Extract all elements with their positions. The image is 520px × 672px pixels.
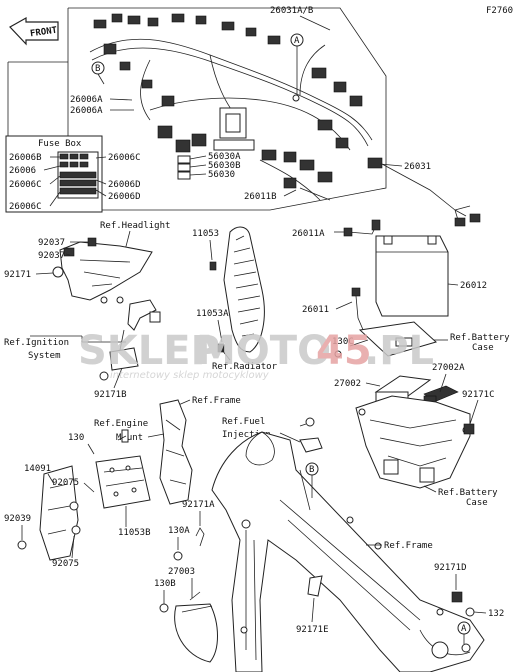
ref-ignition-2: System	[28, 351, 61, 361]
callout-130c: 130C	[332, 337, 354, 347]
ref-battery-case-2a: Ref.Battery	[438, 488, 498, 498]
watermark-subtitle: internetowy sklep motocyklowy	[110, 370, 270, 381]
engine-mount-cover	[39, 465, 79, 561]
fuse-label-l2: 26006	[9, 166, 36, 176]
battery-pad	[358, 321, 437, 357]
svg-text:A: A	[294, 36, 300, 46]
callout-26011: 26011	[302, 305, 329, 315]
ref-fuel-injection-1: Ref.Fuel	[222, 417, 265, 427]
callout-26031: 26031	[404, 162, 431, 172]
front-arrow-icon: FRONT	[9, 16, 59, 46]
clamp-92171e	[307, 575, 323, 597]
callout-11053b: 11053B	[118, 528, 151, 538]
fuse-label-l3: 26006C	[9, 180, 42, 190]
engine-mount-plate	[95, 455, 151, 509]
svg-text:A: A	[461, 624, 467, 634]
watermark-brand-d: .PL	[364, 328, 434, 374]
ref-headlight: Ref.Headlight	[100, 221, 170, 231]
callout-92075-1: 92075	[52, 478, 79, 488]
ref-ignition-1: Ref.Ignition	[4, 338, 69, 348]
callout-26011b: 26011B	[244, 192, 277, 202]
main-wiring-harness	[89, 13, 373, 201]
ref-battery-case-2b: Case	[466, 498, 488, 508]
callout-92039: 92039	[4, 514, 31, 524]
callout-26006a-2: 26006A	[70, 106, 103, 116]
ref-radiator: Ref.Radiator	[212, 362, 278, 372]
callout-92037-2: 92037	[38, 251, 65, 261]
callout-130: 130	[68, 433, 84, 443]
callout-92171b: 92171B	[94, 390, 127, 400]
battery-case	[355, 395, 471, 489]
battery-cable-26011	[351, 287, 365, 333]
svg-text:B: B	[95, 64, 100, 74]
ref-fuel-injection-2: Injection	[222, 430, 271, 440]
marker-b-frame: B	[305, 462, 319, 498]
battery	[375, 235, 449, 317]
ref-battery-case-1a: Ref.Battery	[450, 333, 510, 343]
callout-11053a: 11053A	[196, 309, 229, 319]
ref-frame-1: Ref.Frame	[192, 396, 241, 406]
callout-26006a-1: 26006A	[70, 95, 103, 105]
callout-92171c: 92171C	[462, 390, 495, 400]
callout-27003: 27003	[168, 567, 195, 577]
fuse-label-r1: 26006C	[108, 153, 141, 163]
callout-92037-1: 92037	[38, 238, 65, 248]
ref-battery-case-1b: Case	[472, 343, 494, 353]
horn-27003	[174, 591, 218, 663]
radiator-mesh	[209, 226, 265, 353]
ref-frame-2: Ref.Frame	[384, 541, 433, 551]
callout-92171d: 92171D	[434, 563, 467, 573]
front-label: FRONT	[30, 26, 59, 40]
callout-27002a: 27002A	[432, 363, 465, 373]
callout-26031ab: 26031A/B	[270, 6, 313, 16]
callout-92075-2: 92075	[52, 559, 79, 569]
callout-14091: 14091	[24, 464, 51, 474]
callout-92171a: 92171A	[182, 500, 215, 510]
headlight-bracket	[52, 237, 153, 304]
callout-56030a: 56030A	[208, 152, 241, 162]
callout-130b: 130B	[154, 579, 176, 589]
battery-cable-26011a	[343, 219, 381, 237]
main-frame	[211, 431, 485, 672]
marker-b-top: B	[91, 61, 105, 85]
fuse-box-inset: Fuse Box 26006B 26006 26006C 26006C 2600…	[5, 135, 141, 213]
marker-a-bottom: A	[457, 621, 471, 644]
ref-engine-mount-2: Mount	[116, 433, 143, 443]
fuse-label-l4: 26006C	[9, 202, 42, 212]
svg-text:B: B	[309, 465, 314, 475]
callout-56030: 56030	[208, 170, 235, 180]
fuse-label-r2: 26006D	[108, 180, 141, 190]
fuse-label-r3: 26006D	[108, 192, 141, 202]
watermark-brand-b: MOTO	[196, 328, 331, 374]
fuel-injection-bracket	[299, 417, 323, 453]
fuse-label-l1: 26006B	[9, 153, 42, 163]
callout-130a: 130A	[168, 526, 190, 536]
callout-27002: 27002	[334, 379, 361, 389]
callout-26011a: 26011A	[292, 229, 325, 239]
callout-92171: 92171	[4, 270, 31, 280]
engine-mount-bracket	[159, 399, 193, 505]
cable-26031: 26031	[367, 157, 481, 227]
watermark: SKLEP MOTO 45 .PL internetowy sklep moto…	[78, 328, 434, 381]
callout-11053: 11053	[192, 229, 219, 239]
callout-26012: 26012	[460, 281, 487, 291]
ref-engine-mount-1: Ref.Engine	[94, 419, 148, 429]
watermark-brand-a: SKLEP	[78, 328, 220, 374]
callout-132: 132	[488, 609, 504, 619]
callout-56030b: 56030B	[208, 161, 241, 171]
fuse-box-title: Fuse Box	[38, 139, 82, 149]
ignition-bracket	[99, 299, 161, 381]
watermark-brand-c: 45	[316, 328, 372, 374]
callout-92171e: 92171E	[296, 625, 329, 635]
marker-a-top: A	[290, 33, 304, 94]
figure-code: F2760	[486, 6, 513, 16]
